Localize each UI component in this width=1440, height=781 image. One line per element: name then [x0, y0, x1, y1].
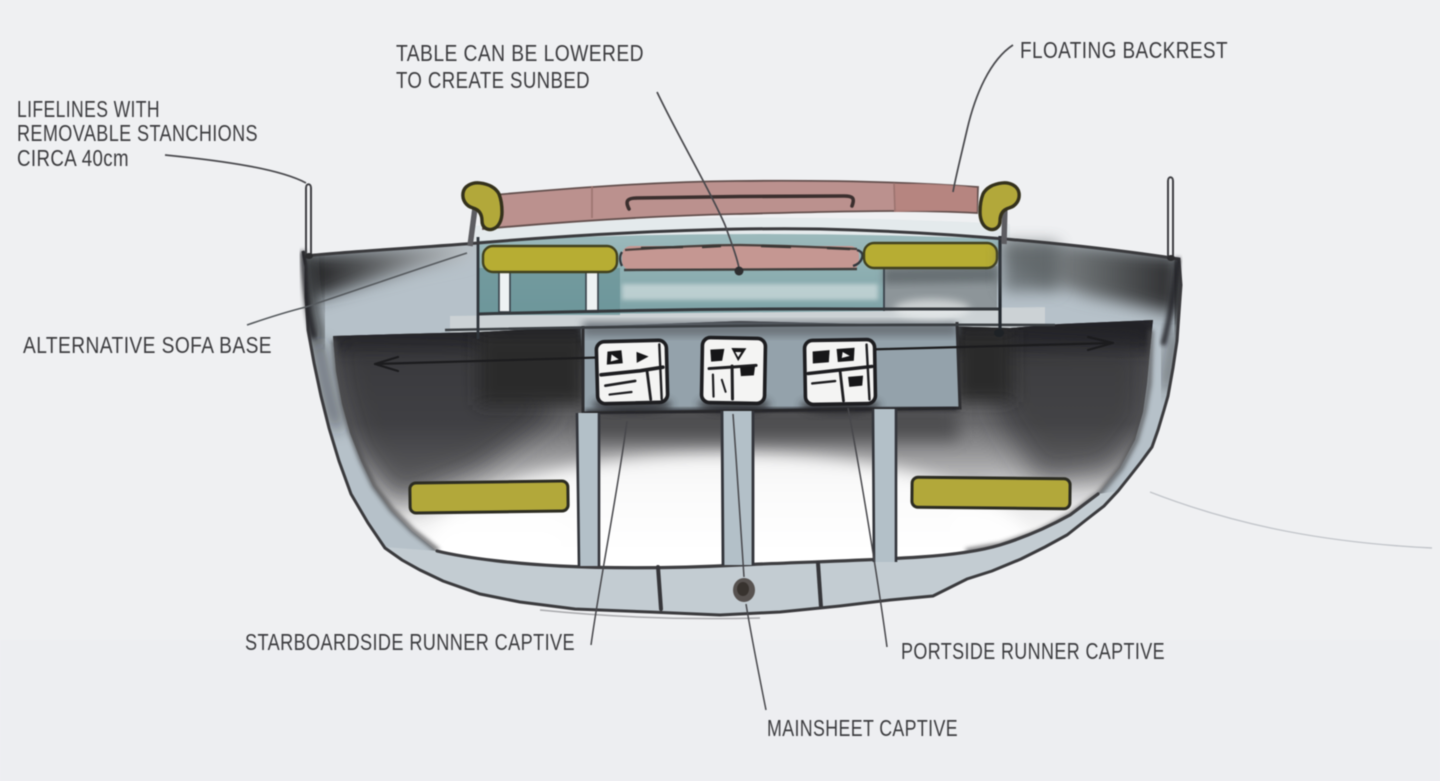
svg-text:FLOATING BACKREST: FLOATING BACKREST [1020, 37, 1228, 63]
svg-text:TABLE CAN BE LOWERED: TABLE CAN BE LOWERED [396, 40, 644, 66]
svg-text:TO CREATE SUNBED: TO CREATE SUNBED [396, 67, 590, 93]
svg-text:MAINSHEET CAPTIVE: MAINSHEET CAPTIVE [767, 715, 958, 741]
svg-text:REMOVABLE STANCHIONS: REMOVABLE STANCHIONS [17, 120, 258, 146]
svg-text:PORTSIDE RUNNER CAPTIVE: PORTSIDE RUNNER CAPTIVE [901, 638, 1165, 664]
svg-text:STARBOARDSIDE RUNNER CAPTIVE: STARBOARDSIDE RUNNER CAPTIVE [245, 629, 575, 655]
svg-text:ALTERNATIVE SOFA BASE: ALTERNATIVE SOFA BASE [23, 332, 272, 358]
svg-text:CIRCA 40cm: CIRCA 40cm [17, 145, 129, 171]
svg-text:LIFELINES WITH: LIFELINES WITH [17, 96, 160, 122]
